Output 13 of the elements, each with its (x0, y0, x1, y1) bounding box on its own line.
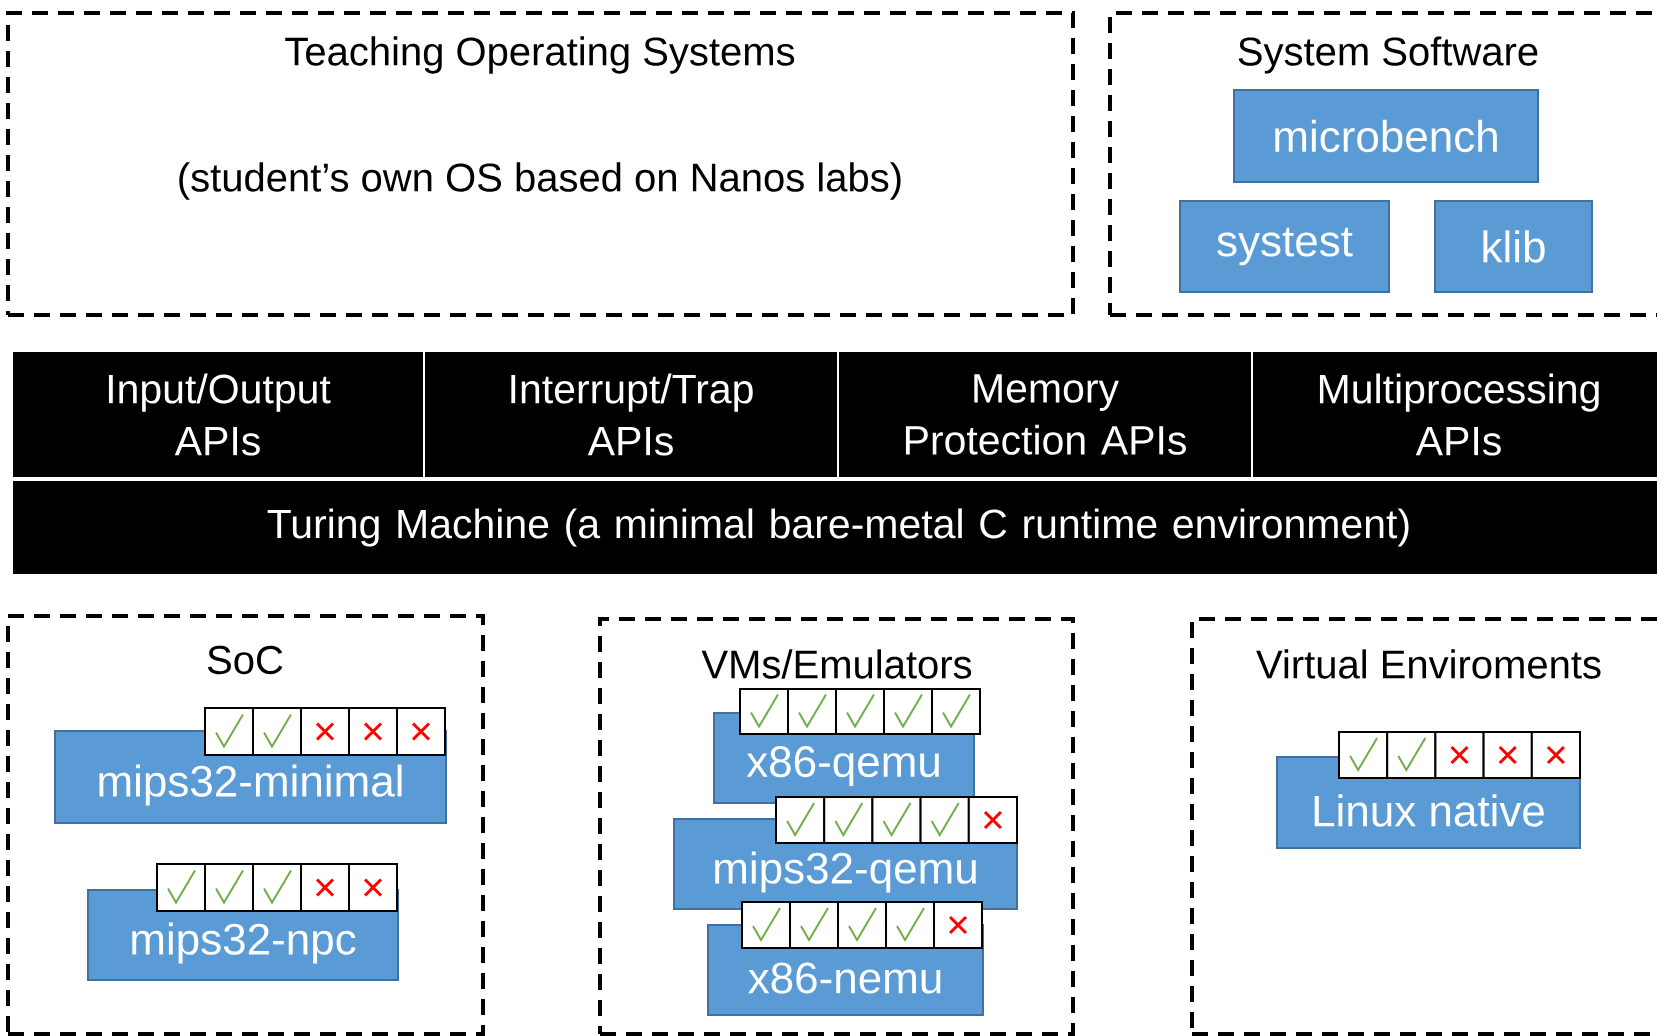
api-box: Multiprocessing APIs (1253, 352, 1657, 477)
node-label: Memory Protection APIs (905, 374, 1186, 455)
node-label: Input/Output APIs (108, 373, 331, 456)
api-box: Interrupt/Trap APIs (425, 352, 837, 477)
platform-box: klib (1434, 200, 1593, 293)
api-box: Turing Machine (a minimal bare-metal C runtime environment) (13, 481, 1657, 574)
node-label: Multiprocessing APIs (1319, 373, 1599, 456)
node-label: Interrupt/Trap APIs (511, 373, 753, 456)
platform-box: systest (1179, 200, 1390, 293)
api-box: Input/Output APIs (13, 352, 423, 477)
api-box: Memory Protection APIs (839, 352, 1251, 477)
group-box: Teaching Operating Systems (student’s own OS based on Nanos labs) (6, 11, 1075, 317)
platform-box: microbench (1233, 89, 1539, 183)
